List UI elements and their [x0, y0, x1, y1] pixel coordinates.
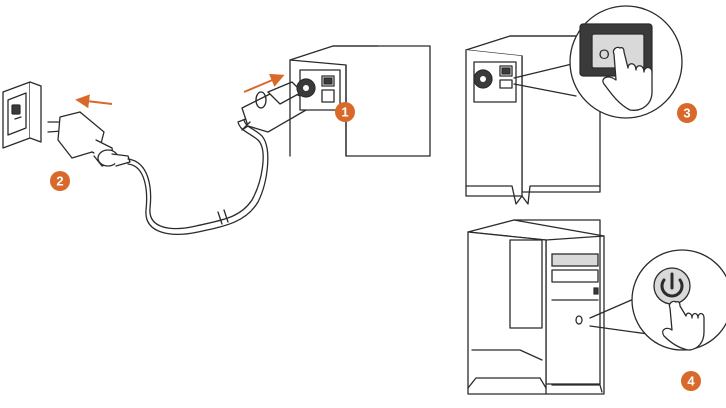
- step-badge-2: 2: [50, 171, 70, 191]
- wall-outlet-icon: [3, 82, 41, 148]
- step-badge-4: 4: [681, 371, 701, 391]
- step-badge-3: 3: [677, 103, 697, 123]
- step-badge-4-label: 4: [687, 374, 695, 389]
- step-badge-1: 1: [335, 102, 355, 122]
- computer-case-front: [468, 220, 604, 394]
- power-button-icon[interactable]: [654, 268, 690, 304]
- step-badge-3-label: 3: [683, 106, 690, 121]
- power-plug-icon: [48, 112, 130, 166]
- power-button-callout: [590, 250, 726, 350]
- computer-case-rear-1: [290, 46, 430, 156]
- power-cord-icon: [128, 118, 268, 234]
- step-badge-1-label: 1: [341, 105, 348, 120]
- step-badge-2-label: 2: [56, 174, 63, 189]
- plug-in-arrow-left: [78, 100, 112, 104]
